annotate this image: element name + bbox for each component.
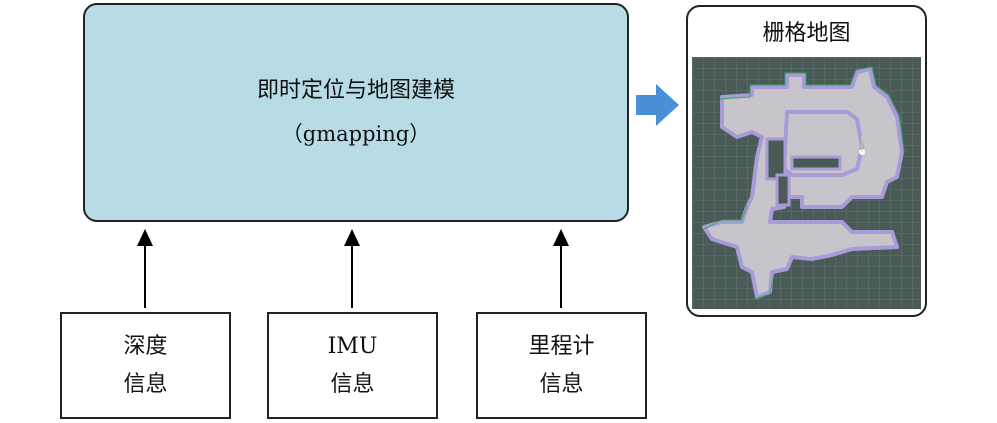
gmapping-subtitle: （gmapping） [281,121,431,146]
grid-map-image [692,57,921,309]
input-odometry: 里程计 信息 [476,312,647,419]
input-depth-line2: 信息 [123,371,168,397]
input-imu-line2: 信息 [330,371,375,397]
input-depth-line1: 深度 [123,333,168,359]
grid-map-panel: 栅格地图 [686,5,927,317]
input-depth: 深度 信息 [60,312,231,419]
arrow-depth [137,229,153,308]
arrow-to-map [636,84,679,126]
input-odometry-line2: 信息 [539,371,584,397]
arrow-odometry [553,229,569,308]
input-imu: IMU 信息 [267,312,438,419]
gmapping-title: 即时定位与地图建模 [256,77,455,103]
input-imu-line1: IMU [327,333,378,359]
grid-map-title: 栅格地图 [762,21,851,46]
gmapping-box: 即时定位与地图建模 （gmapping） [83,3,629,222]
arrow-imu [344,229,360,308]
input-odometry-line1: 里程计 [528,333,595,359]
